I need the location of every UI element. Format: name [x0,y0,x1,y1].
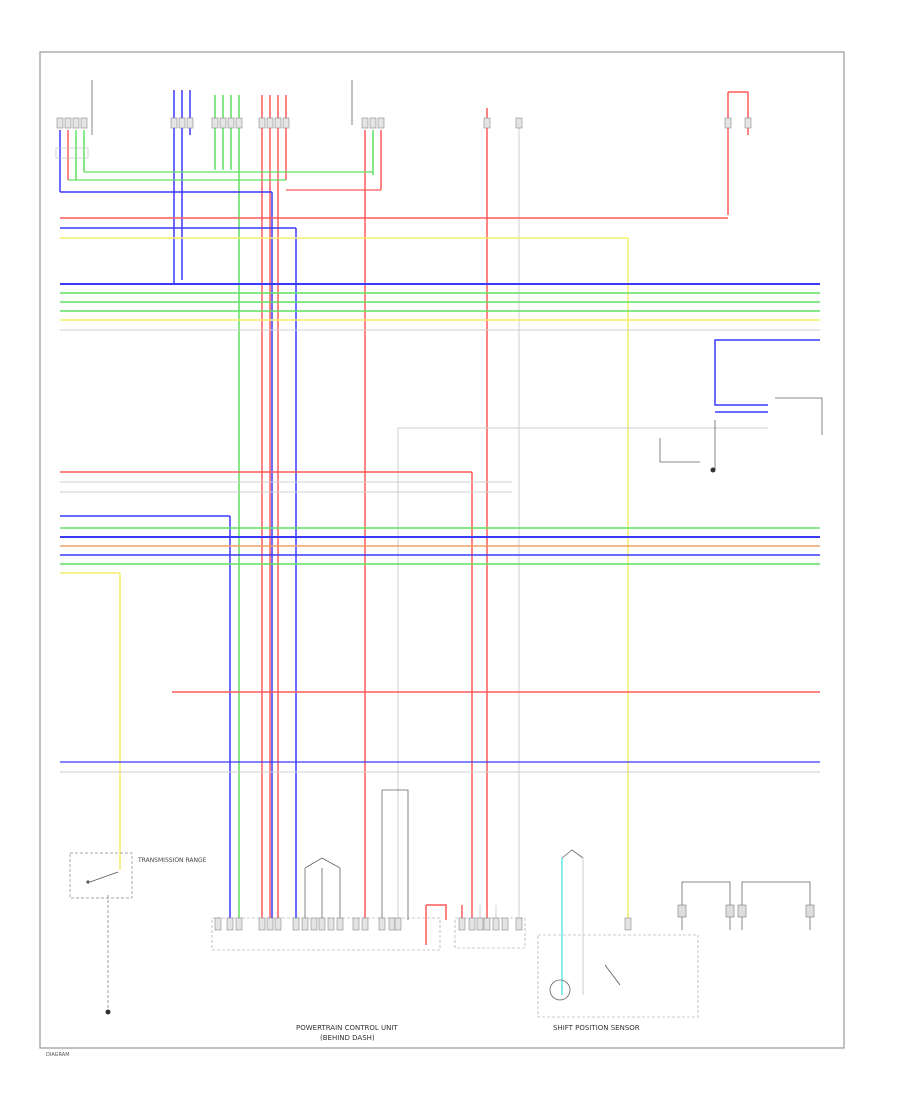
connector-pin [258,917,266,931]
bus-middle [60,471,820,920]
connector-pin [178,117,186,129]
connector-pin [186,117,194,129]
switch-icon [89,871,119,883]
connector-pin [80,117,88,129]
connector-pin [274,117,282,129]
diagram-frame [39,51,845,1049]
connector-pin [214,917,222,931]
connector-pin [170,117,178,129]
connector-pin [274,917,282,931]
connector-pin [258,117,266,129]
pin-markers [56,117,752,931]
switch-icon [604,964,621,986]
motor-icon [549,979,571,1001]
top-connector-7 [727,91,749,215]
right-bottom-connectors [677,881,815,930]
connector-pin [266,917,274,931]
connector-pin [624,917,632,931]
connector-pin [226,917,234,931]
connector-pin [310,917,318,931]
connector-pin [377,117,385,129]
connector-pin [492,917,500,931]
connector-pin [369,117,377,129]
connector-pin [378,917,386,931]
page-code: DIAGRAM [46,1052,70,1058]
shift-sensor-label: SHIFT POSITION SENSOR [553,1024,640,1032]
connector-pin [501,917,509,931]
connector-pin [219,117,227,129]
top-connector-3 [214,95,240,920]
connector-pin [515,117,523,129]
pcm-connector [211,789,447,951]
pcm-label: POWERTRAIN CONTROL UNIT [296,1024,398,1032]
connector-pin [458,917,466,931]
connector-pin [352,917,360,931]
connector-pin [211,117,219,129]
connector-pin [468,917,476,931]
connector-pin [318,917,326,931]
connector-pin [235,117,243,129]
ground-icon [105,1009,111,1015]
connector-pin [235,917,243,931]
connector-pin [266,117,274,129]
connector-pin [72,117,80,129]
pcm-sub-label: (BEHIND DASH) [320,1034,375,1042]
connector-pin [515,917,523,931]
top-connector-5 [351,80,382,920]
connector-pin [724,117,732,129]
connector-pin [292,917,300,931]
top-connector-6 [486,108,520,920]
transmission-range-switch [69,852,133,1015]
connector-pin [327,917,335,931]
bus-upper [60,217,728,920]
right-switch-assembly [397,339,823,920]
trans-range-label: TRANSMISSION RANGE [137,857,207,864]
connector-pin [282,117,290,129]
connector-pin [301,917,309,931]
connector-pin [744,117,752,129]
connector-pin [64,117,72,129]
connector-pin [388,917,396,931]
bus-main [60,280,820,331]
connector-pin [483,117,491,129]
shift-position-assembly [537,849,699,1018]
connector-pin [394,917,402,931]
connector-pin [56,117,64,129]
connector-pin [361,117,369,129]
connector-pin [483,917,491,931]
connector-pin [476,917,484,931]
top-connector-4 [261,95,287,920]
ground-icon [710,467,716,473]
connector-pin [227,117,235,129]
connector-pin [361,917,369,931]
connector-pin [336,917,344,931]
top-connector-1 [55,80,93,192]
